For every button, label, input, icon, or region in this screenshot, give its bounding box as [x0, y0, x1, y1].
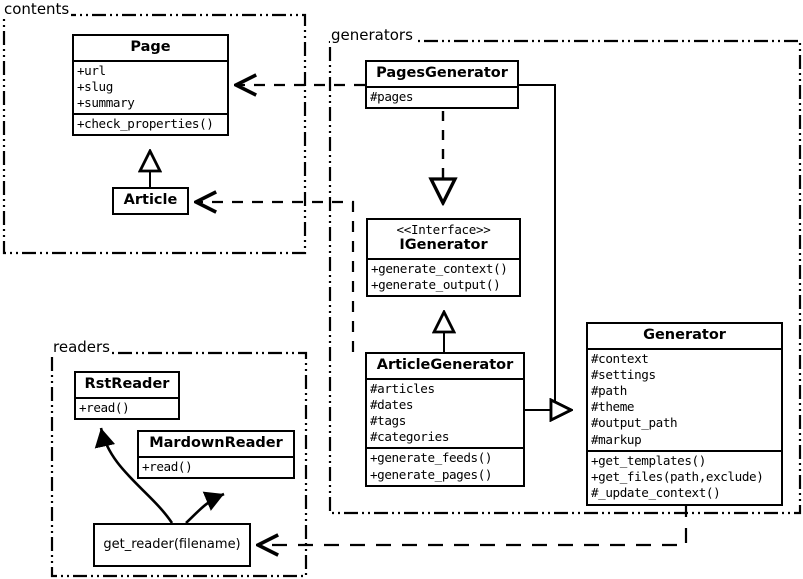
- attribute: #categories: [370, 429, 450, 445]
- class-methods-article-generator: +generate_feeds() +generate_pages(): [367, 447, 523, 484]
- method: +read(): [79, 399, 130, 415]
- class-attributes-article-generator: #articles #dates #tags #categories: [367, 377, 523, 448]
- method: +check_properties(): [77, 116, 214, 132]
- relation-pagesgenerator-to-generator: [519, 84, 571, 410]
- attribute: #path: [591, 383, 627, 399]
- class-methods-rst-reader: +read(): [76, 396, 178, 418]
- class-box-mardown-reader[interactable]: MardownReader +read(): [137, 430, 295, 479]
- method: +generate_output(): [371, 277, 501, 293]
- attribute: #articles: [370, 380, 435, 396]
- function-label-get-reader: get_reader(filename): [103, 537, 241, 552]
- class-attributes-pages-generator: #pages: [367, 85, 517, 107]
- method: +read(): [142, 458, 193, 474]
- attribute: +summary: [77, 95, 135, 111]
- function-box-get-reader[interactable]: get_reader(filename): [93, 523, 251, 567]
- relation-getreader-to-mardownreader: [185, 491, 225, 524]
- attribute: #pages: [370, 88, 414, 104]
- class-name-igenerator: IGenerator: [399, 237, 488, 254]
- method: +get_templates(): [591, 452, 706, 468]
- class-attributes-generator: #context #settings #path #theme #output_…: [588, 347, 781, 450]
- class-attributes-page: +url +slug +summary: [74, 59, 227, 114]
- relation-generator-to-getreader: [258, 502, 688, 545]
- package-label-contents: contents: [3, 0, 72, 18]
- class-box-rst-reader[interactable]: RstReader +read(): [74, 371, 180, 420]
- class-methods-mardown-reader: +read(): [139, 455, 293, 477]
- attribute: #context: [591, 350, 649, 366]
- class-box-article[interactable]: Article: [112, 187, 189, 215]
- class-stereotype-igenerator: <<Interface>>: [396, 222, 491, 237]
- class-box-pages-generator[interactable]: PagesGenerator #pages: [365, 60, 519, 109]
- attribute: #theme: [591, 399, 635, 415]
- attribute: +url: [77, 62, 106, 78]
- package-label-readers: readers: [52, 338, 112, 356]
- attribute: #settings: [591, 366, 656, 382]
- attribute: #markup: [591, 431, 642, 447]
- method: +generate_pages(): [370, 466, 493, 482]
- class-title-article-generator: ArticleGenerator: [376, 357, 514, 373]
- method: #_update_context(): [591, 485, 721, 501]
- class-box-article-generator[interactable]: ArticleGenerator #articles #dates #tags …: [365, 352, 525, 487]
- attribute: +slug: [77, 78, 113, 94]
- class-title-rst-reader: RstReader: [84, 376, 170, 392]
- attribute: #tags: [370, 413, 406, 429]
- method: +get_files(path,exclude): [591, 469, 764, 485]
- class-methods-page: +check_properties(): [74, 113, 227, 134]
- class-box-igenerator[interactable]: <<Interface>> IGenerator +generate_conte…: [366, 218, 521, 298]
- class-title-pages-generator: PagesGenerator: [376, 65, 508, 81]
- method: +generate_feeds(): [370, 450, 493, 466]
- method: +generate_context(): [371, 261, 508, 277]
- relation-articlegenerator-to-article: [196, 202, 355, 352]
- class-title-igenerator: <<Interface>> IGenerator: [368, 220, 519, 258]
- attribute: #output_path: [591, 415, 678, 431]
- class-title-article: Article: [123, 192, 178, 208]
- package-label-generators: generators: [330, 26, 415, 44]
- class-title-page: Page: [130, 39, 171, 55]
- class-methods-igenerator: +generate_context() +generate_output(): [368, 258, 519, 295]
- attribute: #dates: [370, 396, 414, 412]
- class-methods-generator: +get_templates() +get_files(path,exclude…: [588, 449, 781, 504]
- class-title-generator: Generator: [643, 327, 726, 343]
- class-box-page[interactable]: Page +url +slug +summary +check_properti…: [72, 34, 229, 137]
- class-title-mardown-reader: MardownReader: [149, 435, 283, 451]
- class-box-generator[interactable]: Generator #context #settings #path #them…: [586, 322, 783, 506]
